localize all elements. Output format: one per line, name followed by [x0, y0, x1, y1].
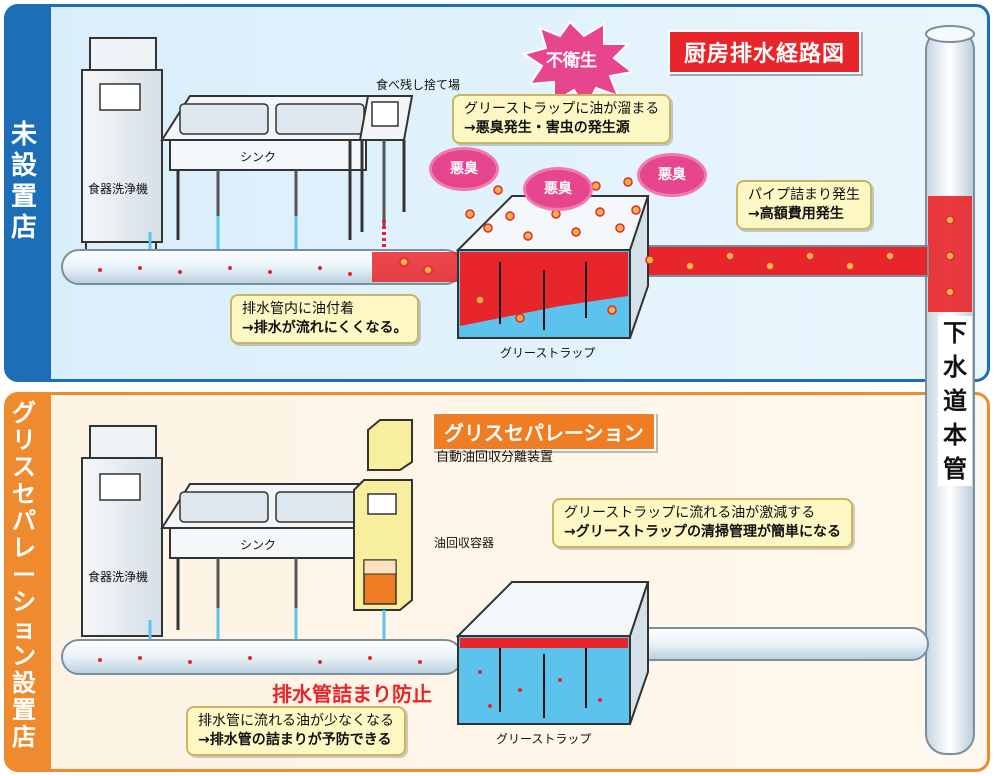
bottom-small-oil-drops: [98, 656, 602, 708]
top-sink-table: [148, 95, 400, 256]
callout-pipe-clog: パイプ詰まり発生 →高額費用発生: [736, 180, 872, 230]
callout-pipe-clog-line1: パイプ詰まり発生: [748, 187, 860, 203]
top-dishwasher-label: 食器洗浄機: [88, 182, 149, 196]
callout-less-oil-line1: 排水管に流れる油が少なくなる: [198, 713, 394, 729]
callout-pipe-clog-line2: →高額費用発生: [748, 206, 844, 222]
callout-oil-pool-line2: →悪臭発生・害虫の発生源: [464, 120, 630, 136]
callout-oil-stick: 排水管内に油付着 →排水が流れにくくなる。: [230, 294, 420, 344]
grease-separation-badge: グリスセパレーション: [432, 412, 656, 451]
callout-less-oil-line2: →排水管の詰まりが予防できる: [198, 732, 392, 748]
top-grease-trap: [455, 195, 650, 339]
bottom-grease-trap: [455, 581, 650, 725]
callout-oil-pool: グリーストラップに油が溜まる →悪臭発生・害虫の発生源: [452, 94, 672, 144]
bottom-dishwasher-label: 食器洗浄機: [88, 570, 149, 584]
callout-reduce-line2: →グリーストラップの清掃管理が簡単になる: [564, 524, 842, 540]
callout-oil-stick-line1: 排水管内に油付着: [242, 301, 354, 317]
callout-oil-stick-line2: →排水が流れにくくなる。: [242, 320, 408, 336]
callout-oil-pool-line1: グリーストラップに油が溜まる: [464, 101, 660, 117]
prevent-clog-text: 排水管詰まり防止: [272, 682, 432, 706]
section-label-without: 未設置店: [10, 120, 37, 243]
grease-separation-device: [353, 419, 413, 644]
bottom-sink-label: シンク: [240, 538, 277, 552]
leftover-bin-label: 食べ残し捨て場: [376, 78, 461, 92]
top-small-oil-drops: [98, 266, 352, 276]
odor-cloud: 悪臭: [640, 156, 704, 194]
bottom-grease-trap-label: グリーストラップ: [496, 732, 592, 746]
callout-less-oil: 排水管に流れる油が少なくなる →排水管の詰まりが予防できる: [186, 706, 406, 756]
diagram-title: 厨房排水経路図: [668, 30, 862, 74]
top-leftover-bin: [358, 95, 414, 250]
device-name-label: 自動油回収分離装置: [436, 450, 554, 465]
top-grease-trap-label: グリーストラップ: [500, 346, 596, 360]
section-label-with: グリスセパレーション設置店: [12, 399, 36, 751]
odor-cloud: 悪臭: [432, 150, 496, 188]
top-dishwasher: [81, 37, 163, 252]
main-sewer-label: 下水道本管: [938, 316, 972, 486]
top-sink-label: シンク: [240, 150, 277, 164]
unsanitary-label: 不衛生: [546, 51, 597, 71]
bottom-drain-pipe: [61, 627, 929, 675]
bottom-dishwasher: [81, 425, 163, 637]
callout-reduce-line1: グリーストラップに流れる油が激減する: [564, 505, 816, 521]
odor-cloud: 悪臭: [526, 170, 590, 208]
callout-reduce: グリーストラップに流れる油が激減する →グリーストラップの清掃管理が簡単になる: [552, 498, 854, 548]
top-oil-dots: [399, 177, 955, 323]
oil-container-label: 油回収容器: [434, 536, 495, 550]
